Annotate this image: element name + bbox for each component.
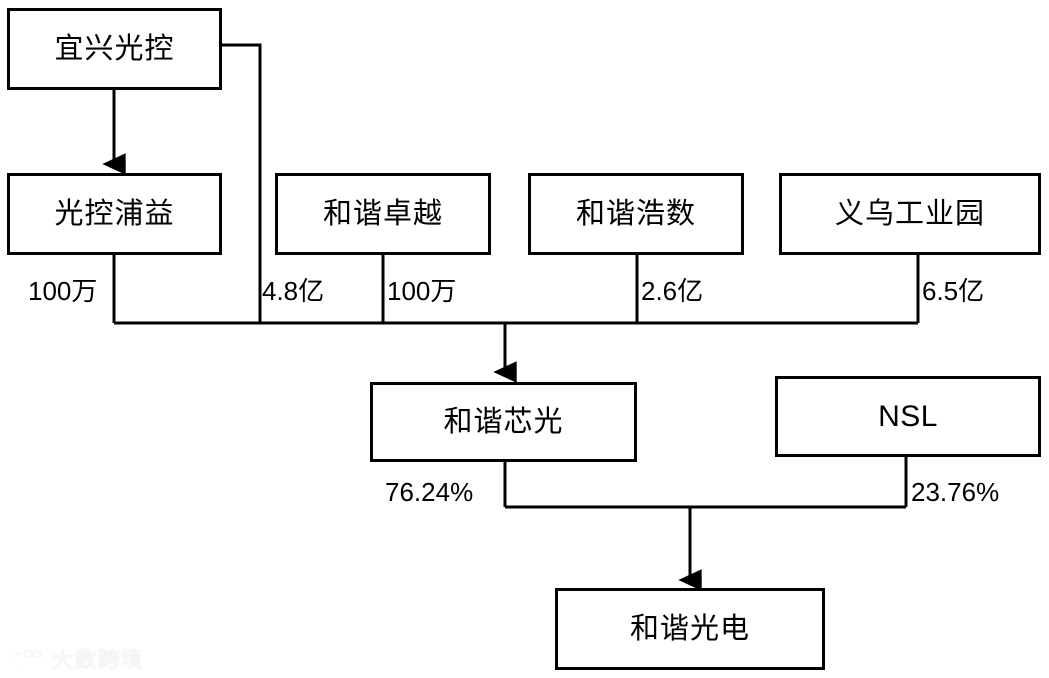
node-guangdian[interactable]: 和谐光电 xyxy=(555,588,825,670)
node-xinguang-label: 和谐芯光 xyxy=(443,405,564,438)
node-zhuoyue[interactable]: 和谐卓越 xyxy=(275,173,491,255)
node-nsl[interactable]: NSL xyxy=(775,376,1041,457)
node-pusheng[interactable]: 光控浦益 xyxy=(7,173,222,255)
edge-yixing-to-bus xyxy=(222,43,262,323)
edge-label-yiwu-amount: 6.5亿 xyxy=(922,276,985,306)
node-haoshu-label: 和谐浩数 xyxy=(575,197,696,230)
watermark-text: 大数跨境 xyxy=(52,649,144,672)
node-yixing[interactable]: 宜兴光控 xyxy=(7,8,222,90)
node-zhuoyue-label: 和谐卓越 xyxy=(322,197,443,230)
node-haoshu[interactable]: 和谐浩数 xyxy=(528,173,744,255)
node-nsl-label: NSL xyxy=(878,399,938,433)
node-pusheng-label: 光控浦益 xyxy=(54,197,175,230)
node-guangdian-label: 和谐光电 xyxy=(629,612,750,645)
edge-label-pusheng-amount: 100万 xyxy=(28,276,98,306)
edge-label-zhuoyue-amount: 100万 xyxy=(387,276,457,306)
edge-label-haoshu-amount: 2.6亿 xyxy=(641,276,704,306)
node-xinguang[interactable]: 和谐芯光 xyxy=(370,382,637,462)
node-yiwu[interactable]: 义乌工业园 xyxy=(779,173,1041,255)
node-yixing-label: 宜兴光控 xyxy=(54,32,175,65)
edge-label-nsl-share: 23.76% xyxy=(911,477,1000,507)
watermark-logo-icon xyxy=(12,649,42,668)
edge-label-xinguang-share: 76.24% xyxy=(385,477,474,507)
node-yiwu-label: 义乌工业园 xyxy=(834,197,985,230)
watermark: 大数跨境 xyxy=(10,644,144,674)
edge-label-yixing-amount: 4.8亿 xyxy=(262,276,325,306)
